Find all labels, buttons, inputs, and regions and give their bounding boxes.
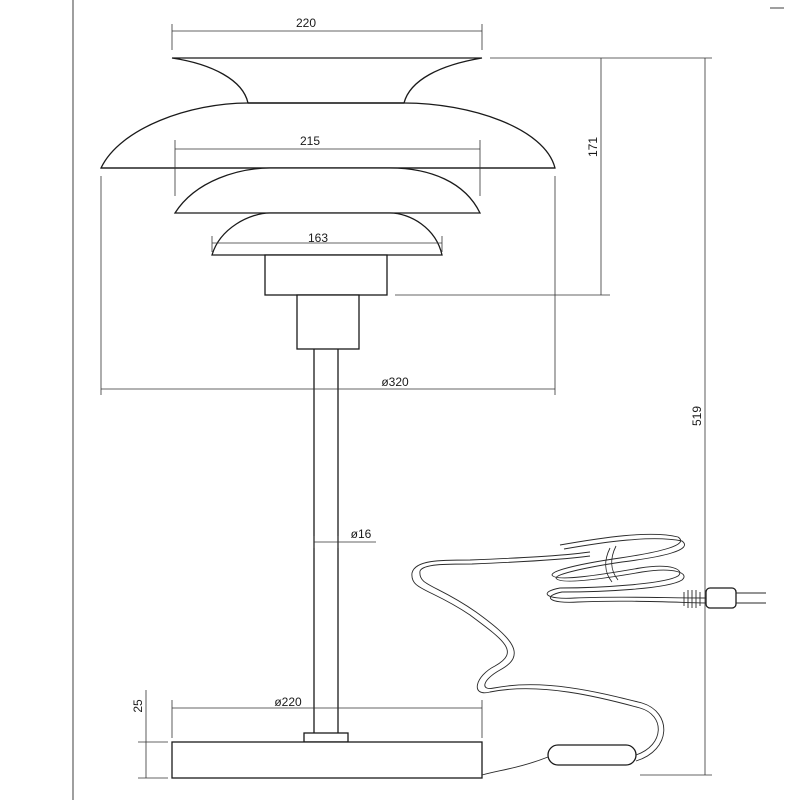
dim-overall-height: 519	[610, 57, 712, 776]
label-stem-diameter: ø16	[351, 527, 372, 541]
middle-shade	[173, 167, 482, 214]
cord-coil	[546, 533, 707, 599]
label-shade-height: 171	[586, 137, 600, 157]
dim-middle-shade: 215	[174, 134, 481, 196]
plug-body	[705, 587, 737, 609]
label-base-height: 25	[131, 699, 145, 713]
power-cord	[411, 533, 766, 776]
dim-outer-shade: ø320	[100, 176, 556, 395]
label-overall-height: 519	[690, 406, 704, 426]
cord-loop-b	[419, 555, 665, 762]
coil-clip	[605, 545, 619, 583]
label-middle-shade-width: 215	[300, 134, 320, 148]
dim-top-shade: 220	[171, 16, 483, 50]
label-outer-shade-diameter: ø320	[381, 375, 409, 389]
stem-foot	[303, 732, 349, 743]
inline-switch	[547, 744, 637, 766]
dim-stem: ø16	[313, 527, 376, 548]
socket-housing	[264, 254, 388, 296]
base	[171, 741, 483, 779]
label-lower-shade-width: 163	[308, 231, 328, 245]
cord-to-switch	[481, 756, 549, 776]
lamp-stand	[171, 349, 483, 779]
dim-base: ø220	[171, 695, 483, 738]
dim-shade-height: 171	[395, 57, 610, 296]
dim-lower-shade: 163	[211, 231, 443, 252]
socket-neck	[296, 294, 360, 350]
outer-shade	[99, 102, 556, 169]
plug-ribs	[683, 590, 701, 608]
lower-shade	[211, 212, 443, 256]
lamp-head	[99, 57, 556, 350]
cord-loop-a	[411, 551, 659, 756]
cord-coil-2	[549, 538, 707, 604]
label-top-shade-width: 220	[296, 16, 316, 30]
label-base-diameter: ø220	[274, 695, 302, 709]
dim-base-height: 25	[131, 690, 168, 779]
top-shade	[171, 57, 483, 104]
